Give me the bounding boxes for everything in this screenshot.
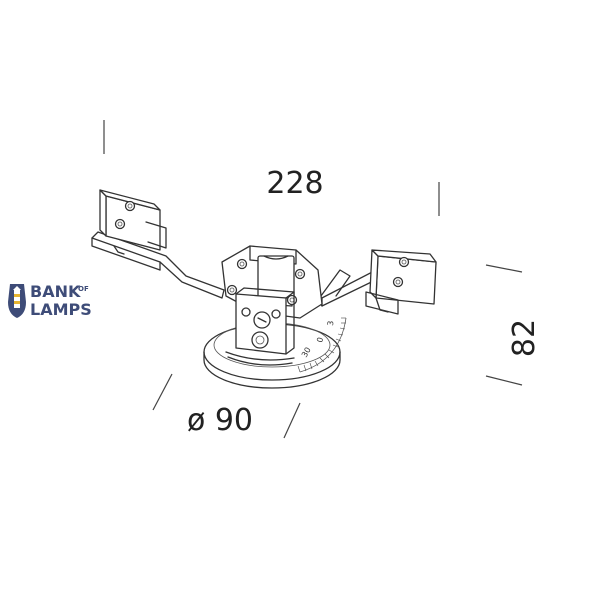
angle-scale: 30 0 3 (297, 317, 347, 373)
logo-text-bank: BANK (30, 282, 81, 301)
scale-label-0: 0 (315, 336, 325, 343)
right-clip (365, 249, 437, 315)
tilt-plate (235, 287, 295, 355)
height-extension-bottom (485, 375, 523, 386)
diameter-extension-right (283, 402, 301, 439)
diameter-dimension-label: ø 90 (187, 403, 253, 438)
scale-label-30: 30 (300, 346, 313, 359)
logo-text-lamps: LAMPS (30, 300, 92, 319)
brand-logo: BANK OF LAMPS (8, 282, 92, 319)
width-dimension-label: 228 (266, 166, 323, 201)
scale-label-3: 3 (326, 320, 335, 326)
left-clip (99, 189, 167, 255)
bracket-assembly: 30 0 3 (91, 189, 437, 389)
logo-text-of: OF (78, 285, 89, 293)
lighthouse-icon (8, 284, 26, 318)
diameter-extension-left (152, 373, 173, 411)
height-dimension-label: 82 (507, 319, 542, 357)
height-extension-top (485, 264, 523, 273)
